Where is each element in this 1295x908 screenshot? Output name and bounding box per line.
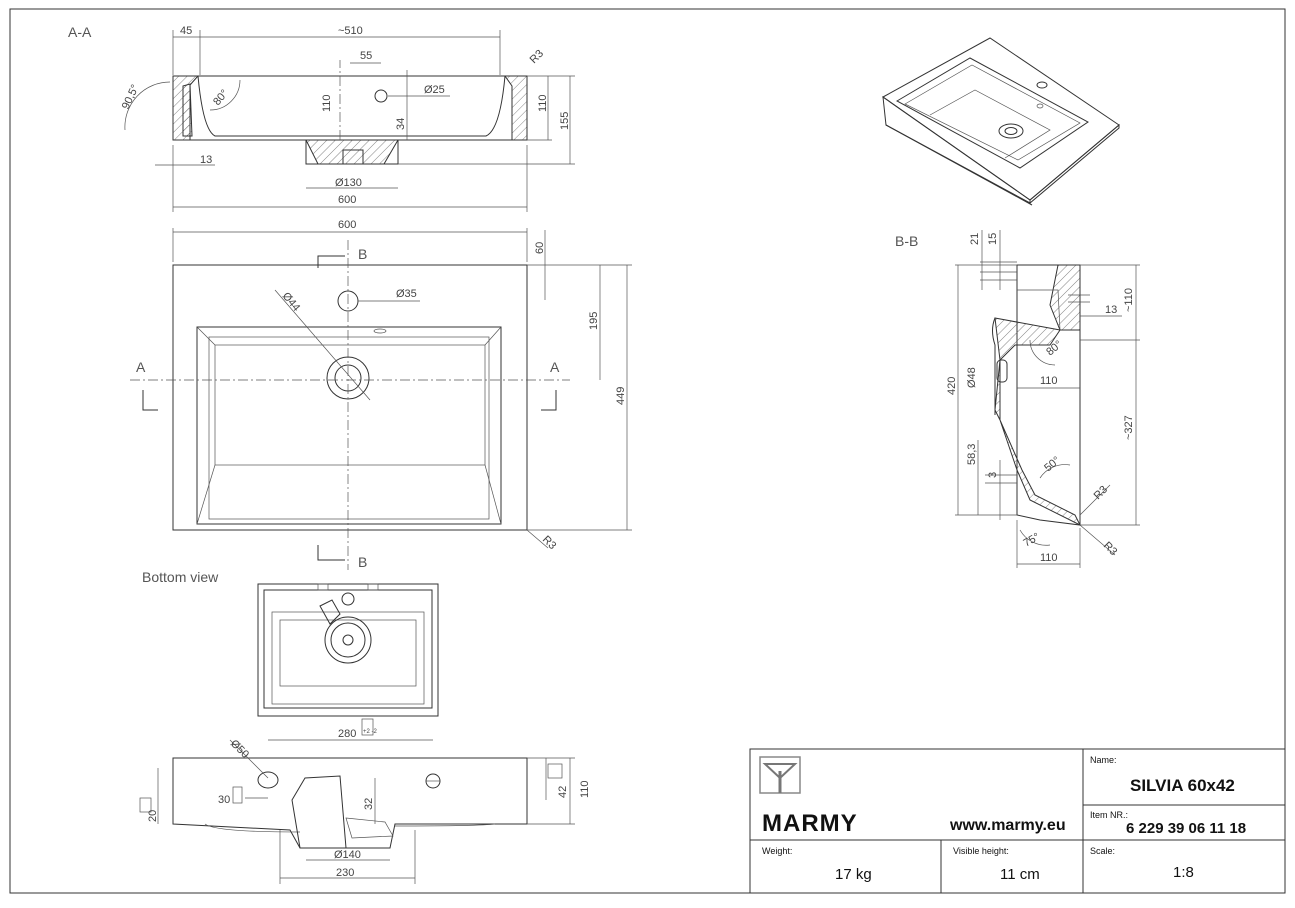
- visible-height-value: 11 cm: [1000, 866, 1040, 883]
- iso-drain: [998, 123, 1024, 139]
- top-basin-rim: [196, 326, 502, 525]
- top-dim-44: Ø44: [280, 290, 303, 314]
- aa-dim-110b: 110: [537, 94, 549, 112]
- front-dim-20: 20: [147, 810, 159, 822]
- sheet-border: [9, 8, 1286, 894]
- top-dim-600: 600: [338, 219, 356, 231]
- top-dim-60: 60: [534, 242, 546, 254]
- section-bb-label: B-B: [895, 233, 918, 249]
- section-aa-label: A-A: [68, 24, 92, 40]
- aa-dim-110a: 110: [321, 94, 333, 112]
- aa-angle-905: 90,5°: [120, 83, 142, 111]
- weight-value: 17 kg: [835, 866, 872, 883]
- aa-dim-55: 55: [360, 50, 372, 62]
- aa-dim-34: 34: [395, 118, 407, 130]
- bb-dim-327: ~327: [1123, 415, 1135, 440]
- front-overflow-hole: [257, 771, 279, 789]
- top-dim-35: Ø35: [396, 288, 417, 300]
- item-nr-label: Item NR.:: [1090, 810, 1129, 820]
- aa-dim-13: 13: [200, 154, 212, 166]
- bb-r3-lower: R3: [1101, 540, 1119, 558]
- iso-tap-hole: [1036, 81, 1048, 89]
- aa-dim-25: Ø25: [424, 84, 445, 96]
- front-drain-body: [291, 775, 347, 849]
- iso-top-face: [882, 37, 1120, 201]
- front-dim-32: 32: [363, 798, 375, 810]
- top-a-mark-right: A: [550, 359, 560, 375]
- product-name: SILVIA 60x42: [1130, 776, 1235, 795]
- bb-dim-110-top: ~110: [1123, 288, 1135, 312]
- aa-basin-inner: [197, 75, 506, 137]
- bb-dim-583: 58,3: [966, 444, 978, 465]
- front-dim-42: 42: [557, 786, 569, 798]
- bb-dim-13: 13: [1105, 304, 1117, 316]
- front-dim-110: 110: [579, 780, 591, 798]
- front-dim-280: 280: [338, 728, 356, 740]
- scale-label: Scale:: [1090, 846, 1116, 856]
- bb-dim-48: Ø48: [966, 367, 978, 388]
- bottom-outer: [257, 583, 439, 717]
- bb-dim-110-mid: 110: [1040, 375, 1058, 387]
- aa-dim-155: 155: [559, 112, 571, 130]
- front-outline: [172, 757, 528, 849]
- bb-rim: [1049, 264, 1081, 331]
- bb-dim-15: 15: [987, 233, 999, 245]
- bottom-drain: [324, 616, 372, 664]
- bottom-tap-hole: [341, 592, 355, 606]
- top-dim-195: 195: [588, 312, 600, 330]
- top-dim-449: 449: [615, 387, 627, 405]
- item-nr-value: 6 229 39 06 11 18: [1126, 820, 1247, 837]
- top-b-mark-bottom: B: [358, 554, 367, 570]
- front-dim-140: Ø140: [334, 849, 361, 861]
- front-tol-280: +2 -2: [363, 729, 378, 735]
- bb-dim-420: 420: [946, 377, 958, 395]
- top-view: 600 Ø44 Ø35 B B A A 60 195 449: [130, 219, 632, 570]
- scale-value: 1:8: [1173, 864, 1194, 881]
- aa-drain: [305, 139, 399, 165]
- weight-label: Weight:: [762, 846, 793, 856]
- section-bb: B-B 420 21 15 ~110 ~327 13 Ø48 110 80°: [895, 230, 1140, 568]
- front-dim-30: 30: [218, 794, 230, 806]
- bottom-view: Bottom view: [142, 569, 439, 717]
- bottom-overflow: [319, 599, 341, 625]
- bb-wall: [994, 317, 1061, 421]
- bb-r3-upper: R3: [1092, 484, 1110, 502]
- aa-r3: R3: [528, 48, 546, 66]
- bottom-view-label: Bottom view: [142, 569, 219, 585]
- bb-angle-50: 50°: [1042, 454, 1062, 474]
- name-label: Name:: [1090, 755, 1117, 765]
- isometric-view: [882, 37, 1120, 206]
- aa-dim-510: ~510: [338, 25, 363, 37]
- brand-name: MARMY: [762, 810, 858, 837]
- bb-bottom: [999, 419, 1082, 527]
- top-b-mark-top: B: [358, 246, 367, 262]
- top-r3: R3: [540, 534, 558, 552]
- top-a-mark-left: A: [136, 359, 146, 375]
- aa-right-wall: [504, 75, 528, 141]
- title-block-frame: [749, 748, 1286, 894]
- aa-angle-80: 80°: [211, 87, 231, 107]
- aa-dim-600: 600: [338, 194, 356, 206]
- aa-dim-45: 45: [180, 25, 192, 37]
- aa-dim-130: Ø130: [335, 177, 362, 189]
- website-link[interactable]: www.marmy.eu: [950, 817, 1066, 834]
- aa-tap-hole: [374, 89, 388, 103]
- front-view: 280 +2 -2 Ø50 30 20 32 42 110 Ø140 230: [139, 718, 591, 884]
- bb-angle-75: 75°: [1022, 531, 1042, 550]
- section-aa: A-A 45 ~510 55 Ø25 110 34 110 155: [68, 24, 575, 212]
- top-basin-bottom: [214, 344, 486, 466]
- bb-dim-21: 21: [969, 233, 981, 245]
- bb-dim-110-bot: 110: [1040, 552, 1058, 564]
- front-dim-230: 230: [336, 867, 354, 879]
- top-outer: [172, 264, 528, 531]
- iso-basin: [895, 57, 1089, 169]
- visible-height-label: Visible height:: [953, 846, 1009, 856]
- bb-dim-3: 3: [987, 472, 999, 478]
- marmy-logo-icon: [759, 756, 801, 794]
